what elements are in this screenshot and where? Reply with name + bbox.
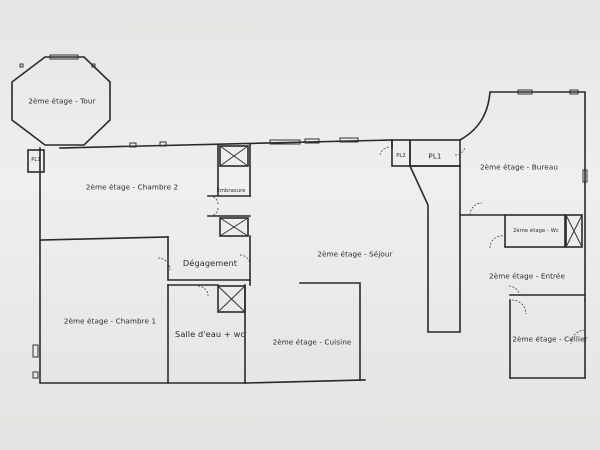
tower-wall bbox=[11, 56, 111, 146]
closet-pl2-label: PL2 bbox=[396, 153, 406, 159]
window-north-1 bbox=[269, 139, 301, 145]
wall-ch2-ch1 bbox=[39, 236, 169, 241]
room-degagement-label: Dégagement bbox=[182, 258, 238, 268]
duct-top bbox=[219, 145, 249, 167]
room-cuisine-label: 2ème étage - Cuisine bbox=[272, 337, 352, 347]
closet-tour bbox=[27, 149, 45, 173]
corridor-wall bbox=[167, 236, 251, 281]
duct-mid bbox=[219, 217, 249, 237]
room-chambre2-label: 2ème étage - Chambre 2 bbox=[85, 182, 179, 192]
office-wall bbox=[458, 91, 586, 301]
room-wc-label: 2ème étage - Wc bbox=[513, 228, 559, 234]
island-counter bbox=[408, 165, 461, 333]
embrasure-label: Embrasure bbox=[216, 188, 246, 194]
room-salle-eau-label: Salle d'eau + wc bbox=[175, 329, 245, 339]
tower-window bbox=[49, 54, 79, 60]
wc-room bbox=[504, 214, 566, 248]
room-bureau-label: 2ème étage - Bureau bbox=[479, 162, 559, 172]
kitchen-wall bbox=[299, 282, 361, 381]
closet-pl1-label: PL1 bbox=[428, 151, 442, 161]
north-wall bbox=[59, 139, 393, 149]
room-sejour-label: 2ème étage - Séjour bbox=[317, 249, 393, 259]
duct-wc bbox=[565, 214, 583, 248]
room-cellier-label: 2ème étage - Cellier bbox=[512, 334, 588, 344]
room-tour-label: 2ème étage - Tour bbox=[28, 96, 96, 106]
shower-duct bbox=[217, 285, 246, 313]
room-entree-label: 2ème étage - Entrée bbox=[489, 271, 565, 281]
closet-tour-label: PL1 bbox=[31, 157, 41, 163]
room-chambre1-label: 2ème étage - Chambre 1 bbox=[63, 316, 157, 326]
